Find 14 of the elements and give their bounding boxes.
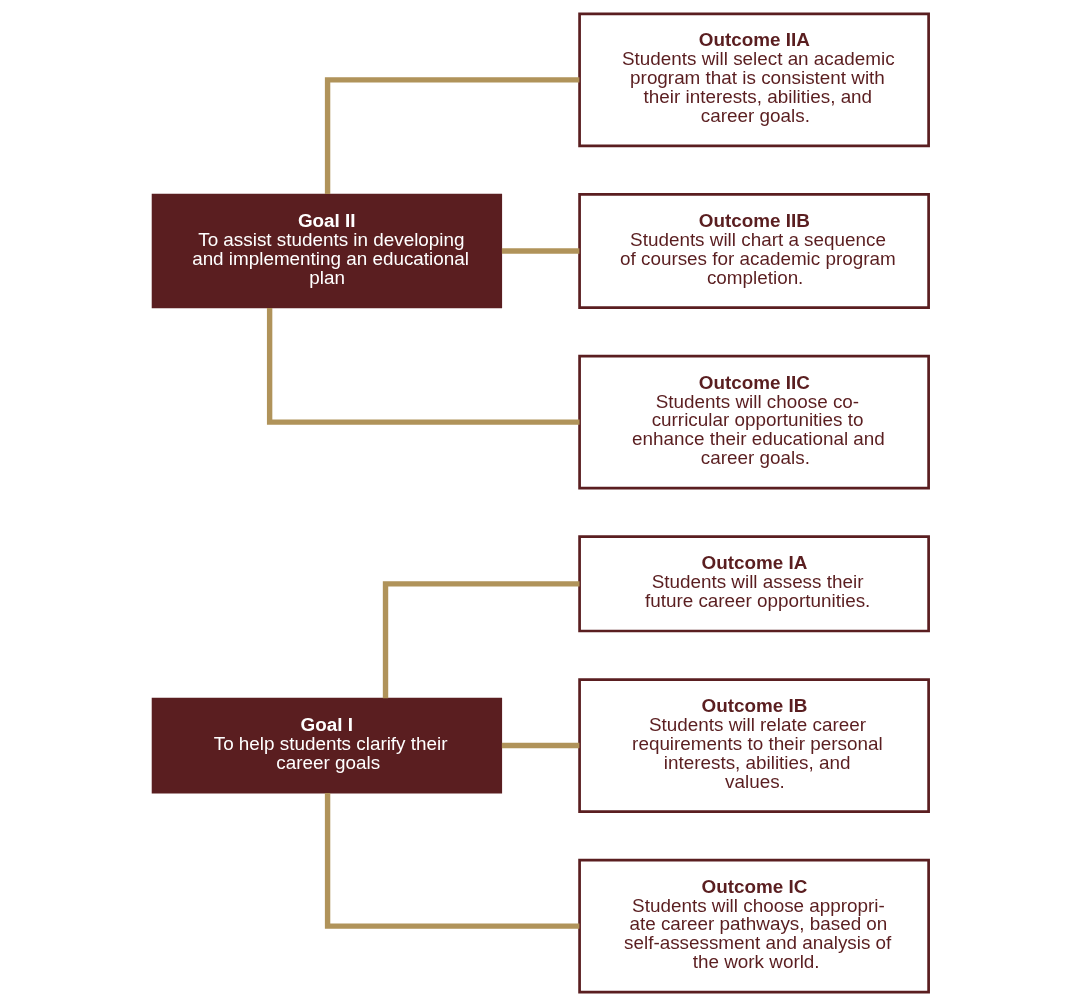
node-box: Outcome IB Students will relate career requirements to their personal interests, abilities, and values.: [578, 678, 930, 813]
connector: [324, 793, 580, 929]
node-box: Outcome IIA Students will select an academic program that is consistent with their interests, abilities, and career goals.: [578, 12, 930, 148]
connector: [501, 248, 580, 254]
node-box: Goal II To assist students in developing and implementing an educational plan: [151, 193, 503, 309]
node-box: Outcome IIB Students will chart a sequence of courses for academic program completion.: [578, 193, 930, 309]
node-box: Outcome IIC Students will choose co-curricular opportunities to enhance their educational and career goals.: [578, 354, 930, 490]
connector: [501, 742, 580, 749]
node-box: Outcome IA Students will assess their future career opportunities.: [578, 535, 930, 633]
node-box: Outcome IC Students will choose appropri- ate career pathways, based on self-assessment and analysis of the work world.: [578, 858, 930, 994]
connector: [324, 77, 580, 194]
connector: [382, 581, 580, 699]
connector: [266, 308, 580, 425]
node-box: Goal I To help students clarify their career goals: [151, 697, 503, 794]
